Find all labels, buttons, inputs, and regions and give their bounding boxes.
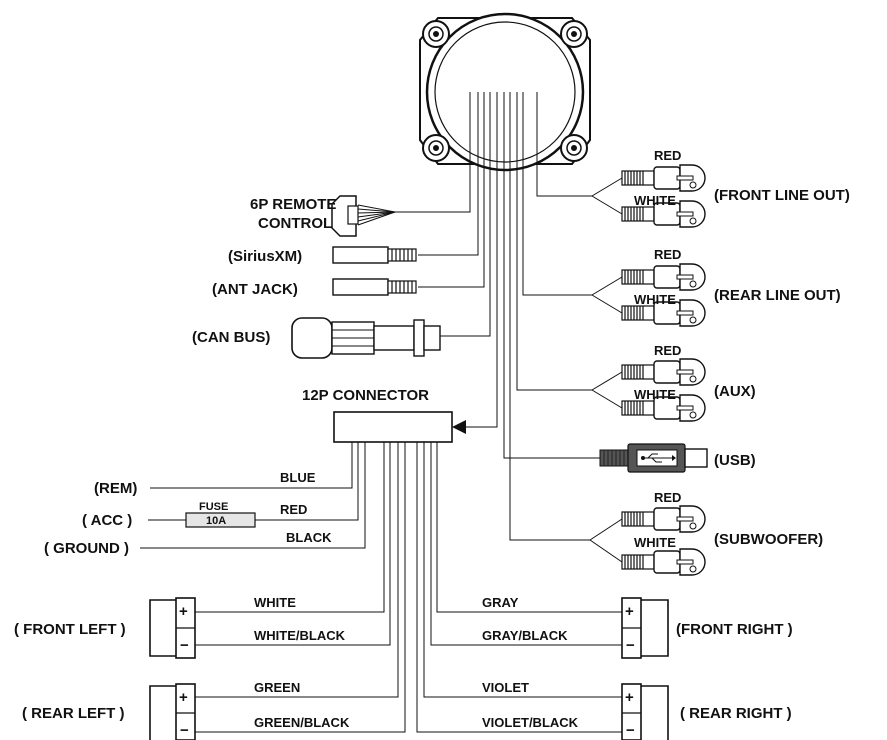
red-wire-label: RED xyxy=(280,502,307,517)
front-rca-fork xyxy=(591,177,623,215)
remote-label-2: CONTROL xyxy=(258,215,332,232)
usb-label: (USB) xyxy=(714,452,756,469)
usb-connector xyxy=(599,443,708,473)
speaker-wires xyxy=(195,442,622,733)
white-label: WHITE xyxy=(634,535,676,550)
head-unit-wires xyxy=(395,92,600,541)
rear-right-speaker: + − xyxy=(621,683,669,740)
rca-plug xyxy=(621,358,706,386)
minus-icon: − xyxy=(180,637,189,654)
sub-rca-fork xyxy=(589,518,623,563)
white-label: WHITE xyxy=(634,292,676,307)
fuse xyxy=(185,512,256,528)
green-wire-label: GREEN xyxy=(254,680,300,695)
plus-icon: + xyxy=(625,603,634,620)
black-wire-label: BLACK xyxy=(286,530,332,545)
front-right-speaker: + − xyxy=(621,597,669,659)
minus-icon: − xyxy=(626,722,635,739)
gray-wire-label: GRAY xyxy=(482,595,519,610)
remote-label-1: 6P REMOTE xyxy=(250,196,336,213)
mount-hole-tr xyxy=(560,20,588,48)
siriusxm-label: (SiriusXM) xyxy=(228,248,302,265)
front-left-speaker: + − xyxy=(149,597,196,659)
white-label: WHITE xyxy=(634,193,676,208)
subwoofer-label: (SUBWOOFER) xyxy=(714,531,823,548)
front-left-label: ( FRONT LEFT ) xyxy=(14,621,126,638)
rca-plug xyxy=(621,505,706,533)
plus-icon: + xyxy=(179,689,188,706)
remote-connector xyxy=(331,195,396,237)
white-label: WHITE xyxy=(634,387,676,402)
white-black-wire-label: WHITE/BLACK xyxy=(254,628,346,643)
ant-connector xyxy=(332,278,417,296)
plus-icon: + xyxy=(625,689,634,706)
12p-connector xyxy=(333,411,453,443)
rear-right-label: ( REAR RIGHT ) xyxy=(680,705,792,722)
ground-label: ( GROUND ) xyxy=(44,540,129,557)
aux-rca-fork xyxy=(591,371,623,409)
gray-black-wire-label: GRAY/BLACK xyxy=(482,628,568,643)
green-black-wire-label: GREEN/BLACK xyxy=(254,715,350,730)
rca-plug xyxy=(621,263,706,291)
rca-plug xyxy=(621,164,706,192)
minus-icon: − xyxy=(180,722,189,739)
fuse-label: FUSE xyxy=(199,501,228,513)
mount-hole-tl xyxy=(422,20,450,48)
acc-label: ( ACC ) xyxy=(82,512,132,529)
red-label: RED xyxy=(654,490,681,505)
blue-wire-label: BLUE xyxy=(280,470,316,485)
front-right-label: (FRONT RIGHT ) xyxy=(676,621,793,638)
rear-line-out-label: (REAR LINE OUT) xyxy=(714,287,841,304)
mount-hole-br xyxy=(560,134,588,162)
rca-plug xyxy=(621,548,706,576)
connector-label: 12P CONNECTOR xyxy=(302,387,429,404)
usb-icon xyxy=(641,453,676,463)
white-wire-label: WHITE xyxy=(254,595,296,610)
plus-icon: + xyxy=(179,603,188,620)
aux-label: (AUX) xyxy=(714,383,756,400)
canbus-label: (CAN BUS) xyxy=(192,329,270,346)
siriusxm-connector xyxy=(332,246,417,264)
red-label: RED xyxy=(654,148,681,163)
canbus-connector xyxy=(291,317,441,359)
rear-left-speaker: + − xyxy=(149,683,196,740)
minus-icon: − xyxy=(626,637,635,654)
mount-hole-bl xyxy=(422,134,450,162)
violet-wire-label: VIOLET xyxy=(482,680,529,695)
red-label: RED xyxy=(654,247,681,262)
ant-label: (ANT JACK) xyxy=(212,281,298,298)
red-label: RED xyxy=(654,343,681,358)
arrow-icon xyxy=(452,420,466,434)
front-line-out-label: (FRONT LINE OUT) xyxy=(714,187,850,204)
rear-rca-fork xyxy=(591,276,623,314)
fuse-value: 10A xyxy=(206,515,226,527)
head-unit xyxy=(419,12,591,172)
violet-black-wire-label: VIOLET/BLACK xyxy=(482,715,579,730)
power-wires xyxy=(140,442,366,549)
rear-left-label: ( REAR LEFT ) xyxy=(22,705,125,722)
rem-label: (REM) xyxy=(94,480,137,497)
